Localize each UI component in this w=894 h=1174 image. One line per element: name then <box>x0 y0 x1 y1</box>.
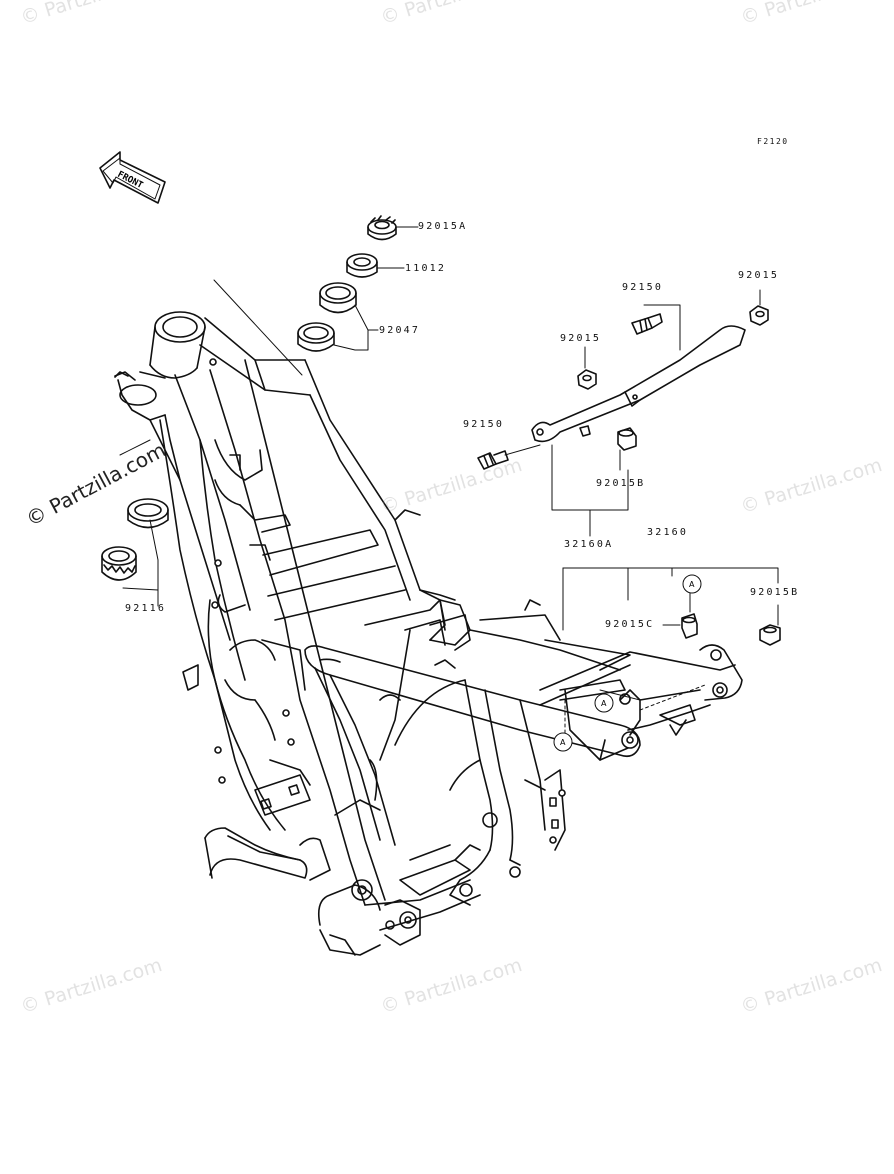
label-92150-left[interactable]: 92150 <box>463 419 505 430</box>
label-92150-top[interactable]: 92150 <box>622 282 664 293</box>
label-92015A[interactable]: 92015A <box>418 221 468 232</box>
nut-92015-top <box>749 305 769 326</box>
main-frame <box>114 311 641 956</box>
collar-92015B-right <box>759 624 781 646</box>
label-11012[interactable]: 11012 <box>405 263 447 274</box>
collar-11012 <box>346 253 378 278</box>
collar-92015B-mid <box>617 427 637 451</box>
bolt-92150-top <box>631 313 663 335</box>
label-92015C[interactable]: 92015C <box>605 619 655 630</box>
label-92116[interactable]: 92116 <box>125 603 167 614</box>
label-92015-mid[interactable]: 92015 <box>560 333 602 344</box>
label-92015B-mid[interactable]: 92015B <box>596 478 646 489</box>
brace-32160A <box>531 325 746 443</box>
label-92015-top[interactable]: 92015 <box>738 270 780 281</box>
front-arrow-icon <box>99 151 166 204</box>
bearing-left <box>127 498 169 529</box>
collar-92015C <box>681 613 698 639</box>
seal-92116 <box>101 546 137 581</box>
nut-92015-mid <box>577 369 597 390</box>
reference-marker-a <box>553 574 702 752</box>
bolt-92150-left <box>477 450 509 470</box>
nut-92015A <box>367 215 397 241</box>
label-92015B-right[interactable]: 92015B <box>750 587 800 598</box>
ref-a-3: A <box>560 738 566 747</box>
label-32160A[interactable]: 32160A <box>564 539 614 550</box>
ref-a-1: A <box>689 580 695 589</box>
figure-code: F2120 <box>757 137 789 146</box>
subframe-32160 <box>539 644 743 761</box>
ref-a-2: A <box>601 699 607 708</box>
label-92047[interactable]: 92047 <box>379 325 421 336</box>
label-32160[interactable]: 32160 <box>647 527 689 538</box>
bearings-92047 <box>297 282 357 352</box>
